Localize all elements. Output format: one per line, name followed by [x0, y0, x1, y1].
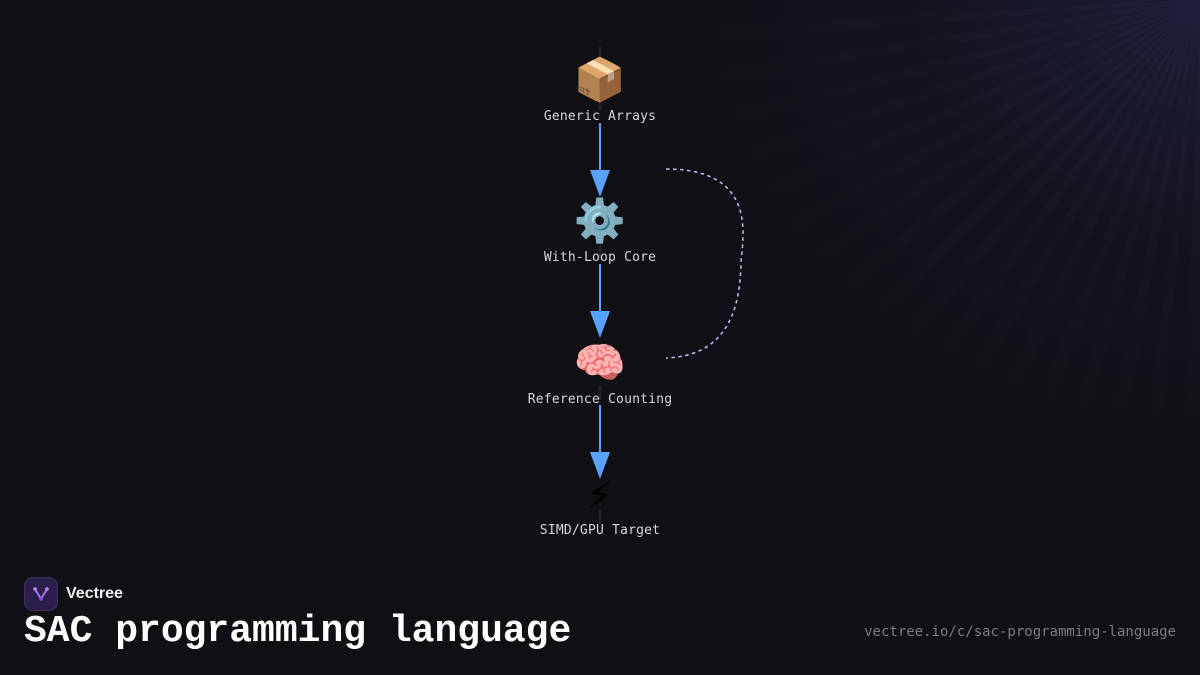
node-simd-gpu-target: ⚡ SIMD/GPU Target	[500, 469, 700, 538]
node-label: SIMD/GPU Target	[539, 523, 661, 538]
arrowhead	[590, 452, 610, 479]
page-title: SAC programming language	[24, 610, 572, 653]
node-generic-arrays: 📦 Generic Arrays	[500, 55, 700, 124]
brand[interactable]: Vectree	[24, 577, 123, 611]
node-with-loop-core: ⚙️ With-Loop Core	[500, 196, 700, 265]
node-label: With-Loop Core	[543, 250, 657, 265]
gear-icon: ⚙️	[573, 196, 627, 245]
arrowhead	[590, 170, 610, 197]
brand-name: Vectree	[66, 585, 123, 602]
arrowhead	[590, 311, 610, 338]
vectree-logo-icon	[24, 577, 58, 611]
node-label: Reference Counting	[527, 392, 673, 407]
lightning-icon: ⚡	[587, 469, 613, 518]
background-rays	[680, 0, 1200, 560]
node-label: Generic Arrays	[543, 109, 657, 124]
brain-icon: 🧠	[573, 338, 627, 387]
node-reference-counting: 🧠 Reference Counting	[500, 338, 700, 407]
package-icon: 📦	[573, 55, 627, 104]
page-url[interactable]: vectree.io/c/sac-programming-language	[864, 624, 1176, 640]
